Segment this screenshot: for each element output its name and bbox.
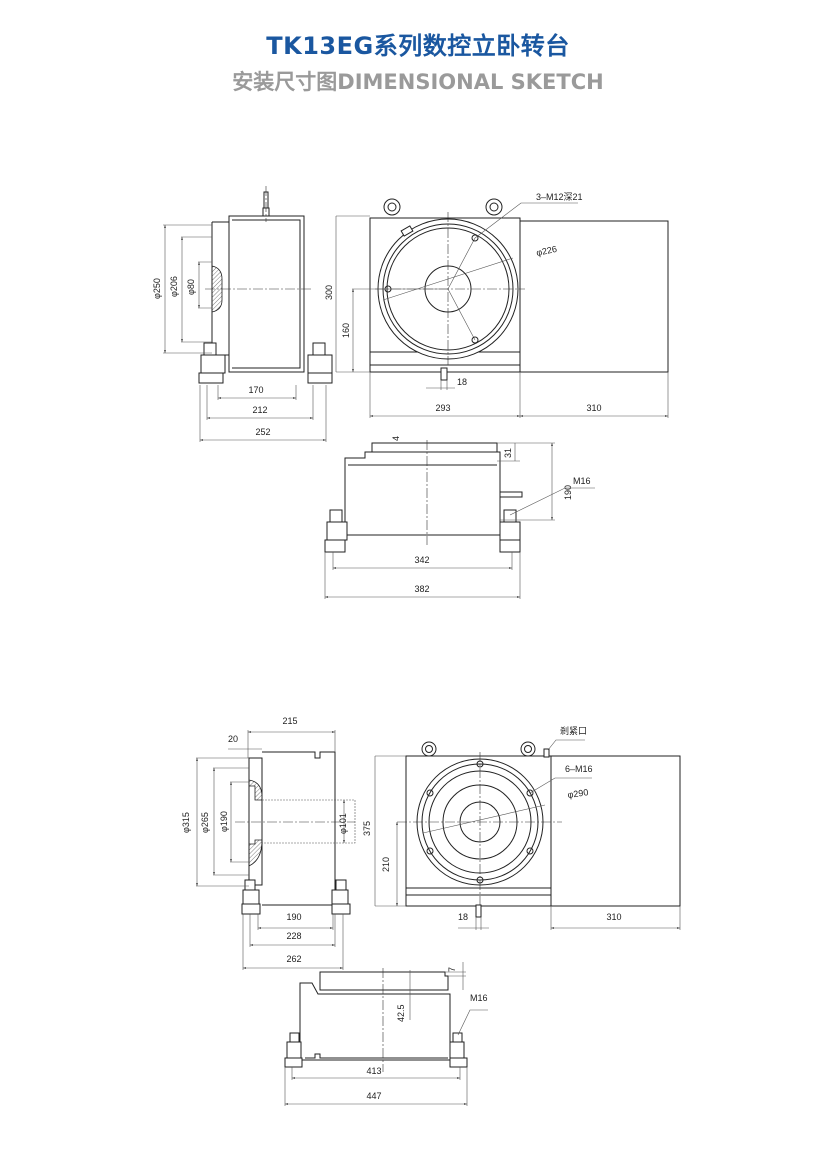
dim-228: 228	[286, 931, 301, 941]
hole-note-3-m12: 3–M12深21	[536, 192, 583, 202]
clamp-bolt-left	[284, 1032, 303, 1068]
clamp-bolt-right	[331, 879, 351, 915]
dim-d206: φ206	[169, 276, 179, 297]
dim-300: 300	[324, 285, 334, 300]
clamp-bolt-right	[307, 342, 333, 384]
dim-342: 342	[414, 555, 429, 565]
page-title: TK13EG系列数控立卧转台	[266, 32, 570, 60]
dim-170: 170	[248, 385, 263, 395]
top-view-2: 42.5 7 M16 413 447	[284, 962, 488, 1106]
dim-293: 293	[435, 403, 450, 413]
dim-382: 382	[414, 584, 429, 594]
dim-212: 212	[252, 405, 267, 415]
dim-d226: φ226	[535, 244, 557, 258]
dim-160: 160	[341, 323, 351, 338]
dim-d265: φ265	[200, 812, 210, 833]
clamp-port-label: 剎紧口	[560, 726, 587, 736]
dim-190: 190	[563, 485, 573, 500]
clamp-bolt-left	[324, 509, 348, 553]
eyebolt-left-icon	[421, 741, 437, 757]
dim-7: 7	[447, 967, 457, 972]
dim-42-5: 42.5	[396, 1004, 406, 1022]
top-view-1: 190 31 4 M16 342 382	[324, 436, 595, 599]
eyebolt-right-icon	[520, 741, 536, 757]
dim-d290: φ290	[567, 787, 589, 800]
dim-31: 31	[503, 448, 513, 458]
clamp-bolt-right	[499, 509, 521, 553]
dim-262: 262	[286, 954, 301, 964]
clamp-port-icon	[543, 748, 550, 758]
dim-447: 447	[366, 1091, 381, 1101]
dim-375: 375	[362, 821, 372, 836]
clamp-bolt-left	[198, 342, 226, 384]
bolt-m16-label: M16	[573, 476, 591, 486]
dim-d190: φ190	[219, 811, 229, 832]
dim-d315: φ315	[181, 812, 191, 833]
eyebolt-right-icon	[485, 198, 503, 216]
dim-20: 20	[228, 734, 238, 744]
clamp-bolt-right	[449, 1032, 468, 1068]
dim-190-base: 190	[286, 912, 301, 922]
front-view-1: 300 160 3–M12深21 φ226 18 293 310	[324, 192, 669, 418]
dim-310: 310	[586, 403, 601, 413]
dim-d250: φ250	[152, 278, 162, 299]
hole-note-6-m16: 6–M16	[565, 764, 593, 774]
dim-210: 210	[381, 857, 391, 872]
dim-4: 4	[391, 436, 401, 441]
eyebolt-left-icon	[383, 198, 401, 216]
dim-d101: φ101	[338, 813, 348, 834]
dim-18: 18	[457, 377, 467, 387]
front-view-2: 剎紧口 6–M16 φ290 210 18 310	[374, 726, 681, 930]
side-view-1: φ250 φ206 φ80 170 212 252	[152, 186, 333, 442]
dim-d80: φ80	[186, 279, 196, 295]
dim-310-2: 310	[606, 912, 621, 922]
side-view-2: 215 20 φ315 φ265 φ190 φ101 375 190 228 2…	[181, 716, 372, 970]
page-subtitle: 安装尺寸图DIMENSIONAL SKETCH	[232, 70, 604, 94]
bolt-m16-label-2: M16	[470, 993, 488, 1003]
clamp-bolt-left	[241, 879, 261, 915]
dim-413: 413	[366, 1066, 381, 1076]
dim-18-2: 18	[458, 912, 468, 922]
dim-215: 215	[282, 716, 297, 726]
dim-252: 252	[255, 427, 270, 437]
